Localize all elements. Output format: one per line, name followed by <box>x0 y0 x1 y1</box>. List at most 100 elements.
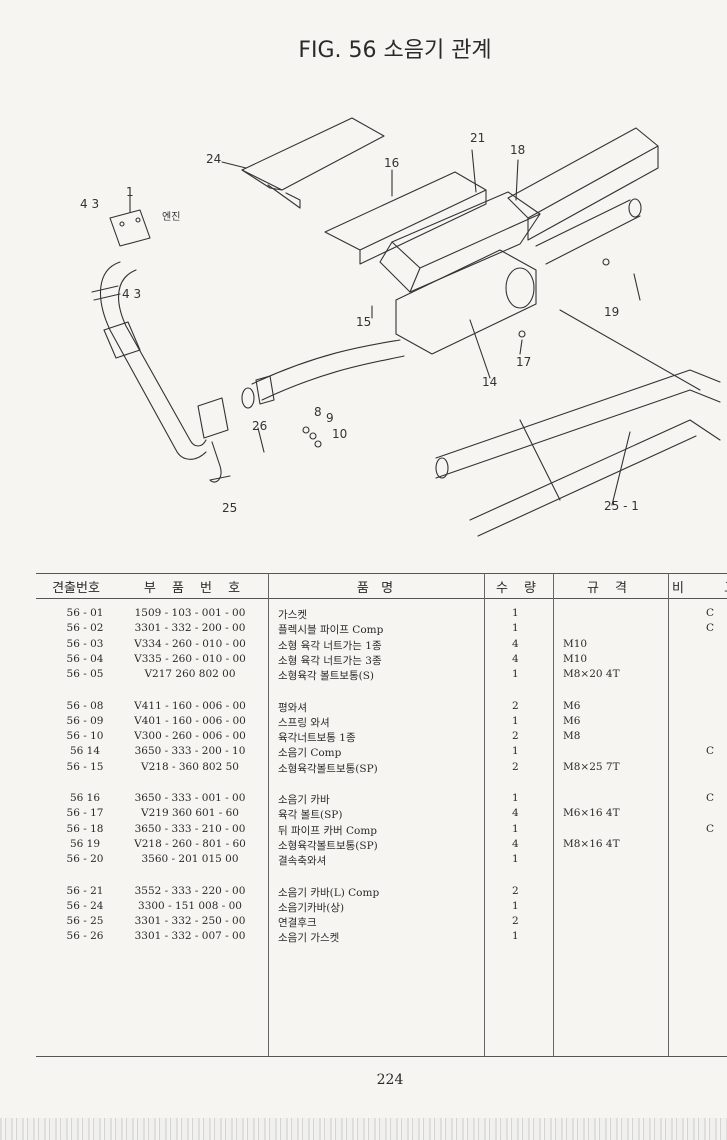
row-name: 평와셔 <box>278 701 307 714</box>
muffler-top-cover <box>241 117 385 191</box>
row-spec: M6 <box>563 714 581 727</box>
table-row: 56 - 09 V401 - 160 - 006 - 00 스프링 와셔 1 M6 <box>0 715 727 730</box>
table-row: 56 19 V218 - 260 - 801 - 60 소형육각볼트보통(SP) 4 M… <box>0 838 727 853</box>
row-name: 스프링 와셔 <box>278 716 330 729</box>
row-part-no: V218 - 260 - 801 - 60 <box>134 837 246 850</box>
figure-title: FIG. 56 소음기 관계 <box>298 38 492 63</box>
row-qty: 1 <box>512 714 519 727</box>
row-id: 56 - 08 <box>66 699 104 712</box>
row-qty: 4 <box>512 807 519 820</box>
row-spec: M10 <box>563 652 588 665</box>
header-spec: 규 격 <box>586 581 634 596</box>
row-id: 56 - 18 <box>66 822 104 835</box>
col-divider <box>553 573 554 1056</box>
row-qty: 4 <box>512 637 519 650</box>
rear-pipe-cover <box>507 127 659 219</box>
row-part-no: 3552 - 333 - 220 - 00 <box>134 884 246 897</box>
row-part-no: 3301 - 332 - 200 - 00 <box>134 622 246 635</box>
header-qty: 수 량 <box>495 581 543 596</box>
row-id: 56 - 20 <box>66 853 104 866</box>
row-id: 56 - 04 <box>66 652 104 665</box>
table-row: 56 - 10 V300 - 260 - 006 - 00 육각너트보통 1종 2 M8 <box>0 730 727 745</box>
row-id: 56 19 <box>69 837 101 850</box>
row-part-no: V411 - 160 - 006 - 00 <box>134 699 246 712</box>
row-part-no: V335 - 260 - 010 - 00 <box>134 652 246 665</box>
row-qty: 4 <box>512 837 519 850</box>
table-row: 56 - 20 3560 - 201 015 00 결속축와셔 1 <box>0 853 727 868</box>
row-id: 56 - 02 <box>66 622 104 635</box>
row-part-no: V218 - 360 802 50 <box>141 760 239 773</box>
row-part-no: V219 360 601 - 60 <box>141 807 239 820</box>
row-note: C <box>706 792 715 804</box>
row-name: 소형 육각 너트가는 3종 <box>278 654 382 667</box>
label-8: 8 <box>314 405 322 419</box>
row-id: 56 - 21 <box>66 884 104 897</box>
row-qty: 2 <box>512 699 519 712</box>
label-10: 10 <box>332 427 347 441</box>
col-divider <box>268 573 269 1056</box>
row-id: 56 - 17 <box>66 807 104 820</box>
row-qty: 2 <box>512 884 519 897</box>
row-name: 소형육각볼트보통(SP) <box>278 839 378 852</box>
row-spec: M6×16 4T <box>563 807 620 820</box>
row-part-no: 1509 - 103 - 001 - 00 <box>134 607 246 619</box>
row-part-no: V300 - 260 - 006 - 00 <box>134 730 246 743</box>
table-top-rule <box>36 573 727 574</box>
row-spec: M8 <box>563 730 581 743</box>
row-spec: M10 <box>563 637 588 650</box>
row-name: 소음기카바(상) <box>278 901 345 914</box>
row-part-no: 3560 - 201 015 00 <box>141 853 239 866</box>
table-bottom-rule <box>36 1056 727 1057</box>
row-part-no: 3650 - 333 - 200 - 10 <box>134 745 246 758</box>
row-id: 56 - 09 <box>66 714 104 727</box>
label-24: 24 <box>206 152 221 166</box>
label-25-1: 25 - 1 <box>604 499 639 513</box>
row-name: 소음기 카바 <box>278 794 330 806</box>
label-18: 18 <box>510 143 525 157</box>
table-header-rule <box>36 598 727 599</box>
label-9: 9 <box>326 411 334 425</box>
row-name: 육각너트보통 1종 <box>278 732 356 745</box>
row-qty: 1 <box>512 745 519 758</box>
row-id: 56 - 03 <box>66 637 104 650</box>
row-id: 56 - 15 <box>66 760 104 773</box>
row-qty: 1 <box>512 853 519 866</box>
row-id: 56 - 25 <box>66 915 104 928</box>
label-21: 21 <box>470 131 485 145</box>
table-row: 56 - 17 V219 360 601 - 60 육각 볼트(SP) 4 M6×16 … <box>0 807 727 822</box>
row-id: 56 16 <box>69 792 101 804</box>
row-name: 연결후크 <box>278 917 317 930</box>
col-divider <box>484 573 485 1056</box>
row-name: 소형육각볼트보통(SP) <box>278 762 378 775</box>
row-name: 소음기 Comp <box>278 747 342 760</box>
table-row: 56 - 04 V335 - 260 - 010 - 00 소형 육각 너트가는 3… <box>0 653 727 668</box>
label-17: 17 <box>516 355 531 369</box>
row-part-no: V401 - 160 - 006 - 00 <box>134 714 246 727</box>
row-id: 56 - 05 <box>66 668 104 681</box>
row-qty: 2 <box>512 730 519 743</box>
row-name: 육각 볼트(SP) <box>278 809 343 822</box>
row-note: C <box>706 822 715 835</box>
row-name: 뒤 파이프 카버 Comp <box>278 824 378 837</box>
row-qty: 1 <box>512 792 519 804</box>
row-name: 소형육각 볼트보통(S) <box>278 670 375 683</box>
label-16: 16 <box>384 156 399 170</box>
row-id: 56 - 10 <box>66 730 104 743</box>
row-name: 결속축와셔 <box>278 855 327 868</box>
row-part-no: 3650 - 333 - 001 - 00 <box>134 792 246 804</box>
label-4-3-bottom: 4 3 <box>122 287 141 301</box>
row-spec: M8×16 4T <box>563 837 620 850</box>
row-id: 56 - 01 <box>66 607 104 619</box>
muffler-body <box>395 249 537 355</box>
row-name: 소음기 가스켓 <box>278 932 340 945</box>
